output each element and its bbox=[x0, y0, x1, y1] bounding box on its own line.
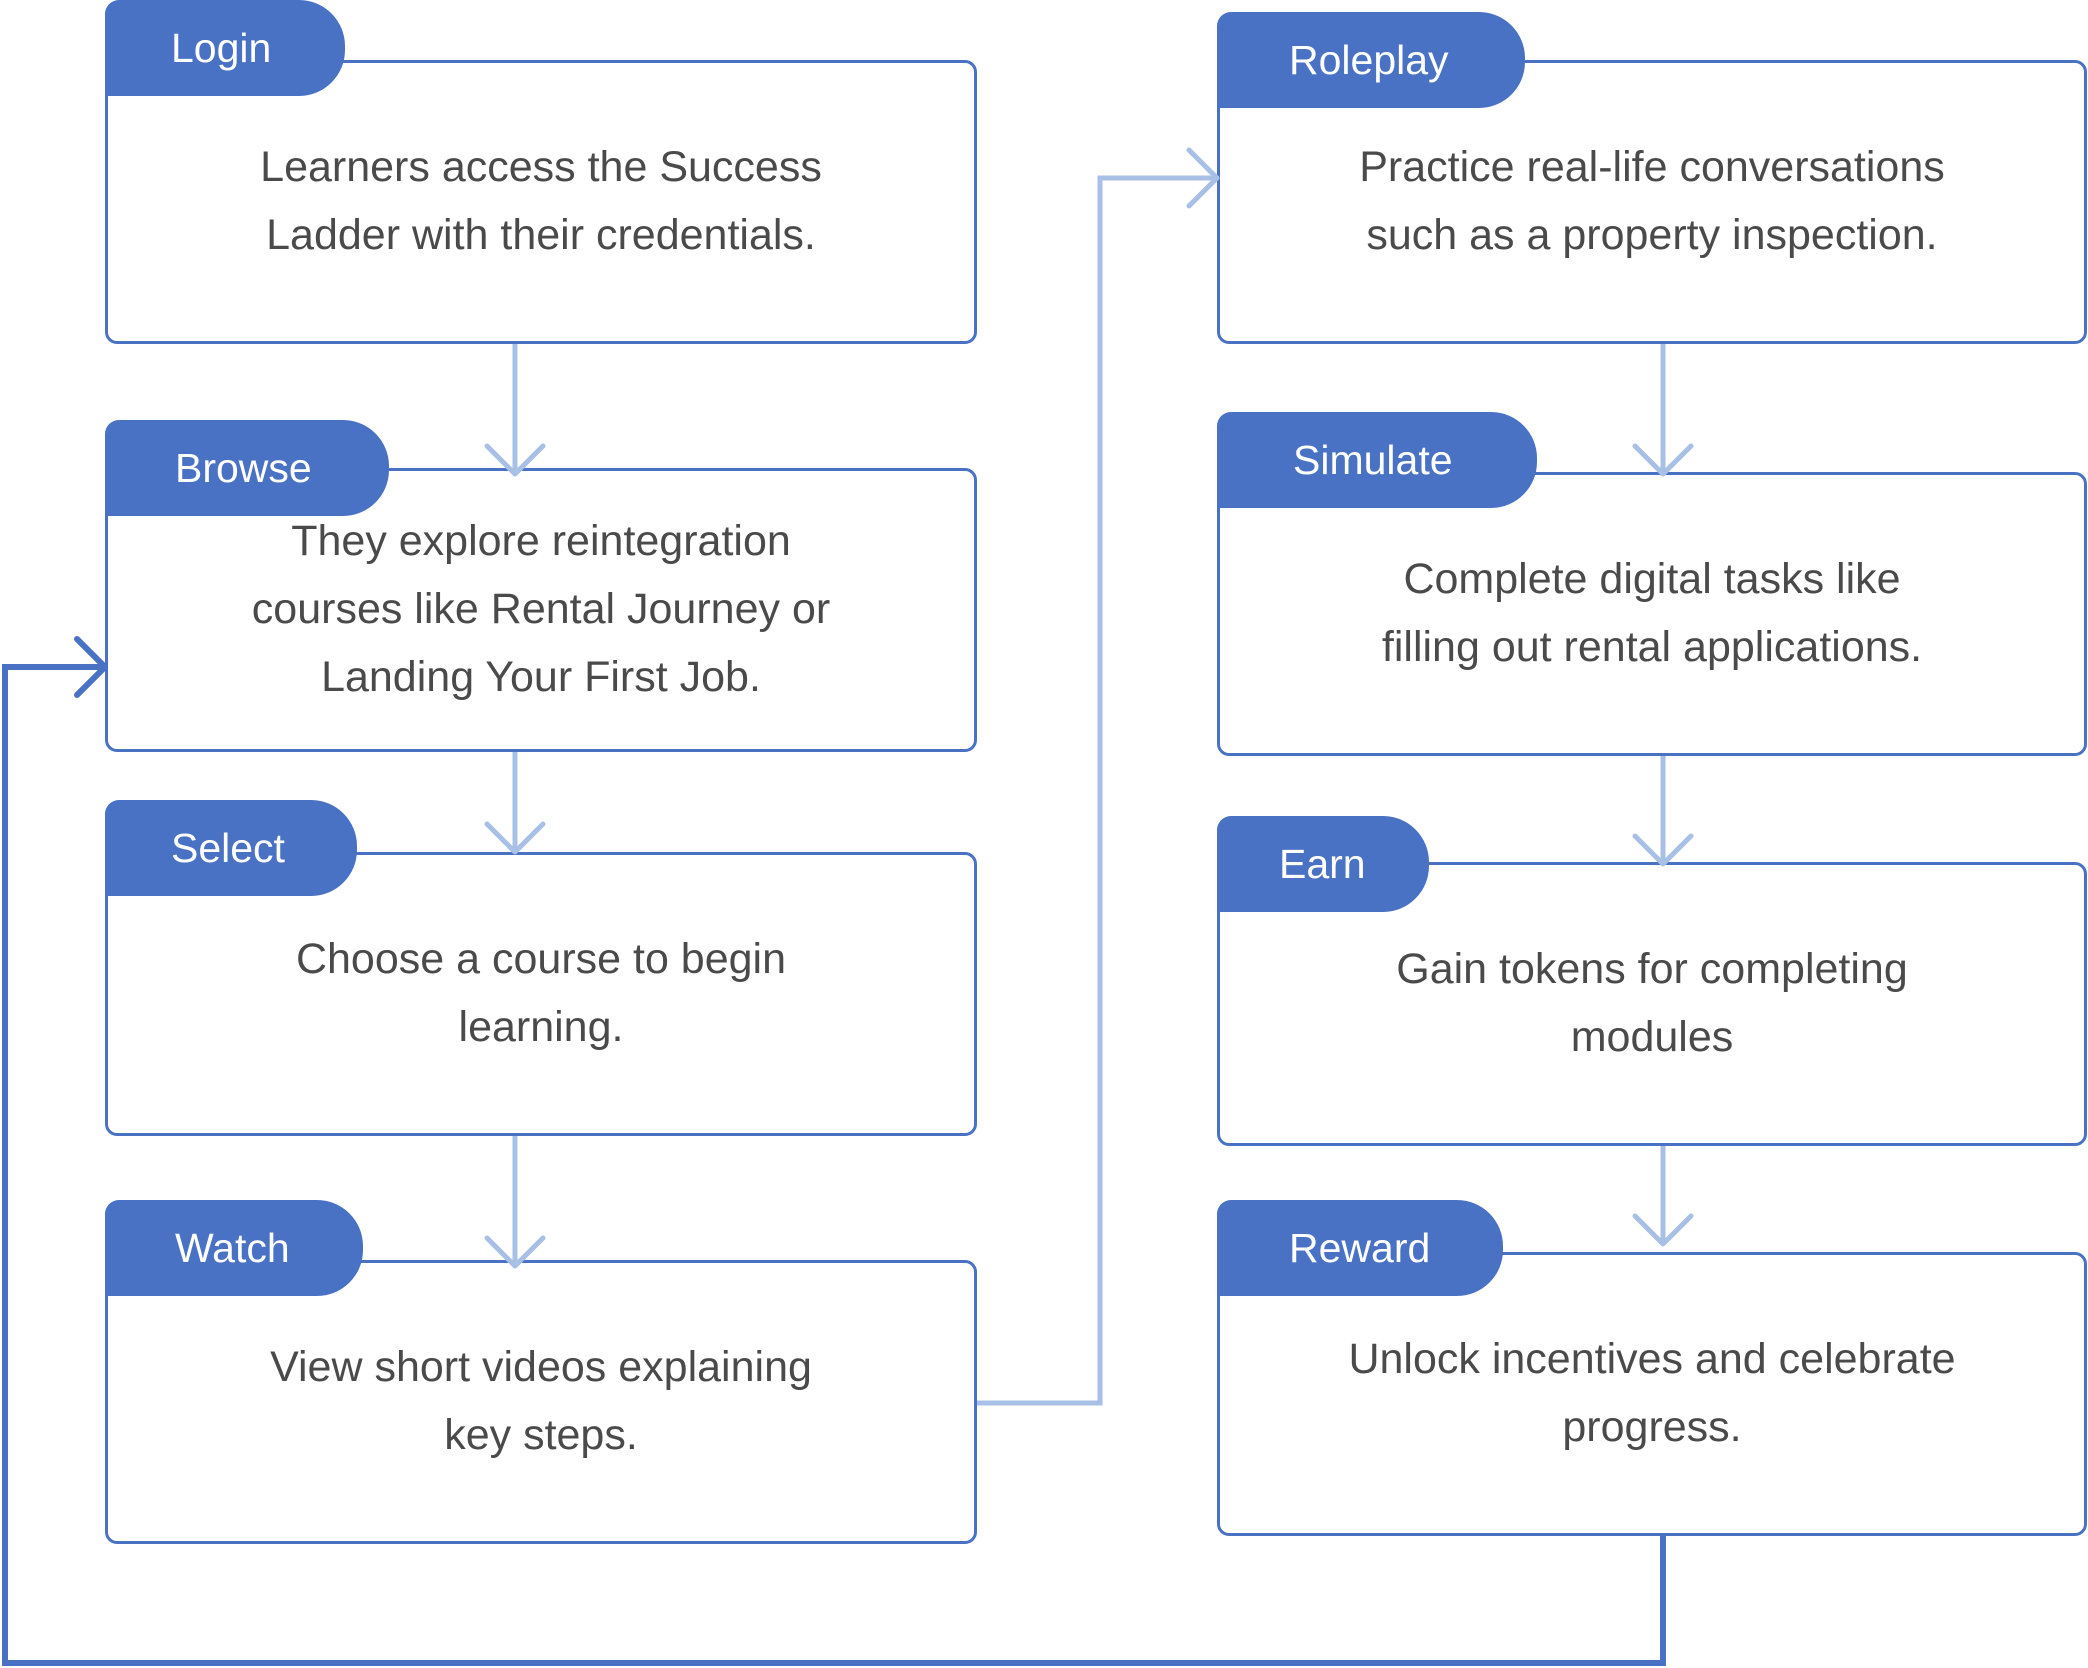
description-line: Practice real-life conversations bbox=[1359, 143, 1945, 191]
step-tab-earn: Earn bbox=[1217, 816, 1429, 912]
step-tab-simulate: Simulate bbox=[1217, 412, 1537, 508]
step-tab-watch: Watch bbox=[105, 1200, 363, 1296]
step-description-login: Learners access the Success Ladder with … bbox=[105, 133, 977, 269]
description-line: such as a property inspection. bbox=[1366, 211, 1938, 259]
step-description-simulate: Complete digital tasks like filling out … bbox=[1217, 545, 2087, 681]
arrowhead-down-icon bbox=[1632, 833, 1694, 867]
step-description-roleplay: Practice real-life conversations such as… bbox=[1217, 133, 2087, 269]
step-description-reward: Unlock incentives and celebrate progress… bbox=[1217, 1325, 2087, 1461]
description-line: progress. bbox=[1562, 1403, 1742, 1451]
step-tab-browse: Browse bbox=[105, 420, 389, 516]
description-line: They explore reintegration bbox=[291, 517, 791, 565]
step-tab-reward: Reward bbox=[1217, 1200, 1503, 1296]
arrowhead-down-icon bbox=[484, 821, 546, 855]
description-line: Gain tokens for completing bbox=[1396, 945, 1908, 993]
description-line: Choose a course to begin bbox=[295, 935, 787, 983]
description-line: filling out rental applications. bbox=[1381, 623, 1923, 671]
connector-watch-to-roleplay bbox=[977, 175, 1217, 1406]
arrowhead-right-icon bbox=[1186, 147, 1220, 209]
step-description-browse: They explore reintegration courses like … bbox=[105, 507, 977, 711]
arrowhead-down-icon bbox=[1632, 1213, 1694, 1247]
step-description-watch: View short videos explaining key steps. bbox=[105, 1333, 977, 1469]
step-description-earn: Gain tokens for completing modules bbox=[1217, 935, 2087, 1071]
description-line: Unlock incentives and celebrate bbox=[1348, 1335, 1956, 1383]
description-line: learning. bbox=[458, 1003, 624, 1051]
description-line: Learners access the Success bbox=[260, 143, 822, 191]
description-line: View short videos explaining bbox=[270, 1343, 812, 1391]
description-line: Landing Your First Job. bbox=[321, 653, 761, 701]
arrowhead-down-icon bbox=[1632, 443, 1694, 477]
step-tab-login: Login bbox=[105, 0, 345, 96]
step-description-select: Choose a course to begin learning. bbox=[105, 925, 977, 1061]
description-line: Complete digital tasks like bbox=[1403, 555, 1901, 603]
step-card-login bbox=[105, 60, 977, 344]
step-tab-select: Select bbox=[105, 800, 357, 896]
description-line: Ladder with their credentials. bbox=[266, 211, 816, 259]
description-line: courses like Rental Journey or bbox=[251, 585, 831, 633]
description-line: key steps. bbox=[444, 1411, 638, 1459]
arrowhead-right-icon bbox=[74, 636, 108, 698]
step-tab-roleplay: Roleplay bbox=[1217, 12, 1525, 108]
description-line: modules bbox=[1570, 1013, 1734, 1061]
